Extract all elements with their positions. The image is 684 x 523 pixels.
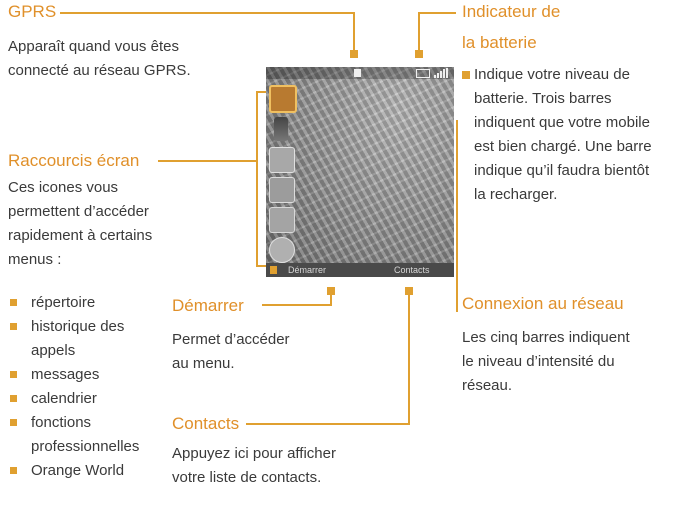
battery-title-2: la batterie: [462, 33, 537, 52]
start-desc-2: au menu.: [172, 355, 235, 372]
list-item: répertoire: [8, 291, 198, 315]
network-desc: Les cinq barres indiquent le niveau d’in…: [462, 329, 630, 394]
start-marker: [327, 287, 335, 295]
contacts-desc-2: votre liste de contacts.: [172, 469, 322, 486]
contacts-title: Contacts: [172, 414, 240, 433]
softkey-contacts[interactable]: Contacts: [394, 265, 430, 275]
contacts-marker: [405, 287, 413, 295]
call-history-icon[interactable]: [274, 117, 288, 141]
softkey-start[interactable]: Démarrer: [288, 265, 327, 275]
gprs-desc-2: connecté au réseau GPRS.: [8, 62, 191, 79]
bullet-icon: [10, 371, 17, 378]
gprs-desc-1: Apparaît quand vous êtes: [8, 38, 179, 55]
bullet-icon: [10, 299, 17, 306]
bullet-icon: [10, 419, 17, 426]
softkey-icon: [270, 266, 277, 274]
shortcuts-title: Raccourcis écran: [8, 151, 140, 170]
list-item-continuation: professionnelles: [31, 438, 140, 455]
battery-marker: [415, 50, 423, 58]
bullet-icon: [10, 467, 17, 474]
list-item: calendrier: [8, 387, 198, 411]
network-title: Connexion au réseau: [462, 294, 624, 313]
gprs-marker: [350, 50, 358, 58]
shortcuts-bracket-bottom: [256, 265, 268, 267]
calendar-icon[interactable]: [269, 177, 295, 203]
start-leader-line: [262, 304, 332, 306]
network-leader-vertical: [456, 120, 458, 312]
battery-desc: Indique votre niveau de batterie. Trois …: [474, 66, 652, 203]
contacts-leader-vertical: [408, 292, 410, 425]
phone-screen: Démarrer Contacts: [266, 67, 454, 277]
gprs-leader-vertical: [353, 12, 355, 52]
shortcuts-bracket-top: [256, 91, 268, 93]
list-item: fonctions: [8, 411, 198, 435]
shortcuts-list: répertoire historique des appels message…: [8, 291, 198, 483]
gprs-leader-line: [60, 12, 355, 14]
battery-leader-vertical: [418, 12, 420, 52]
messages-icon[interactable]: [269, 147, 295, 173]
list-item: Orange World: [8, 459, 198, 483]
battery-icon: [416, 69, 430, 78]
list-item-continuation: appels: [31, 342, 76, 359]
signal-icon: [434, 68, 448, 78]
start-title: Démarrer: [172, 296, 244, 315]
list-item: messages: [8, 363, 198, 387]
start-leader-vertical: [330, 288, 332, 306]
bullet-icon: [10, 323, 17, 330]
start-desc-1: Permet d’accéder: [172, 331, 290, 348]
shortcuts-leader-line: [158, 160, 258, 162]
business-functions-icon[interactable]: [269, 207, 295, 233]
contacts-desc-1: Appuyez ici pour afficher: [172, 445, 336, 462]
battery-title-1: Indicateur de: [462, 2, 561, 21]
bullet-icon: [10, 395, 17, 402]
softkey-bar: Démarrer Contacts: [266, 263, 454, 277]
phonebook-icon[interactable]: [269, 85, 297, 113]
gprs-title: GPRS: [8, 2, 57, 21]
battery-text-marker: [462, 71, 470, 79]
shortcuts-bracket: [256, 91, 258, 267]
contacts-leader-line: [246, 423, 410, 425]
status-bar: [266, 67, 454, 79]
orange-world-icon[interactable]: [269, 237, 295, 263]
gprs-icon: [354, 69, 361, 77]
wallpaper: [266, 67, 454, 277]
shortcuts-desc: Ces icones vous permettent d’accéder rap…: [8, 179, 153, 268]
battery-leader-line: [418, 12, 456, 14]
list-item: historique des: [8, 315, 198, 339]
